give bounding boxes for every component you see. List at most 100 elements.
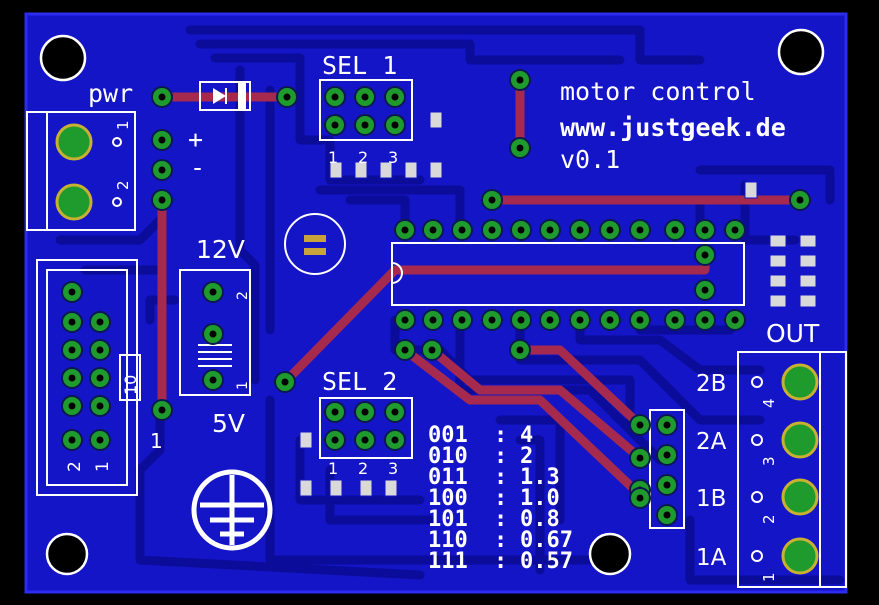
power-screw-terminals — [55, 123, 122, 221]
power-minus: - — [190, 153, 205, 182]
output-pin-4: 4 — [760, 398, 778, 408]
pad-drill-hole — [391, 121, 399, 129]
pad-drill-hole — [331, 121, 339, 129]
pad-drill-hole — [663, 421, 671, 429]
pad-drill-hole — [488, 316, 496, 324]
ratio-code: 001 — [428, 423, 468, 448]
sel2-pin-1: 1 — [328, 459, 338, 478]
pad-drill-hole — [96, 436, 104, 444]
ratio-value: 0.67 — [520, 528, 573, 553]
pad-drill-hole — [701, 251, 709, 259]
ratio-code: 100 — [428, 486, 468, 511]
pad-drill-hole — [517, 226, 525, 234]
voltage-jumper-body — [198, 344, 232, 367]
pad-drill-hole — [331, 436, 339, 444]
sel1-pin-3: 3 — [388, 148, 398, 167]
power-terminal-pin-1: 1 — [114, 120, 132, 130]
mounting-hole-icon — [588, 532, 632, 576]
pad-drill-hole — [516, 346, 524, 354]
pad-drill-hole — [663, 511, 671, 519]
sel1-pin-1: 1 — [328, 148, 338, 167]
voltage-jumper-outline — [179, 269, 251, 396]
ratio-separator: : — [494, 549, 507, 574]
pad-drill-hole — [516, 144, 524, 152]
ratio-value: 1.3 — [520, 465, 560, 490]
pad-drill-hole — [96, 374, 104, 382]
board-version: v0.1 — [560, 145, 620, 174]
pad-drill-hole — [158, 166, 166, 174]
pad-drill-hole — [331, 93, 339, 101]
output-pin-1: 1 — [760, 572, 778, 582]
pad-drill-hole — [209, 288, 217, 296]
mounting-holes — [39, 28, 825, 576]
output-channel-2a: 2A — [696, 429, 727, 455]
output-channel-1b: 1B — [696, 486, 726, 512]
pad-drill-hole — [96, 318, 104, 326]
power-terminal-pin-2: 2 — [114, 180, 132, 190]
output-screw-terminals — [751, 363, 819, 575]
ratio-separator: : — [494, 465, 507, 490]
pad-drill-hole — [361, 121, 369, 129]
pad-drill-hole — [731, 226, 739, 234]
pad-drill-hole — [68, 346, 76, 354]
sel2-pin-2: 2 — [358, 459, 368, 478]
output-channel-2b: 2B — [696, 371, 726, 397]
pad-drill-hole — [68, 318, 76, 326]
pad-drill-hole — [671, 226, 679, 234]
ratio-row: 010 : 2 — [428, 444, 533, 469]
board-url: www.justgeek.de — [560, 113, 786, 142]
sel2-label: SEL 2 — [322, 367, 397, 396]
output-header-outline — [649, 409, 685, 529]
pad-drill-hole — [158, 93, 166, 101]
pad-drill-hole — [331, 408, 339, 416]
power-label: pwr — [88, 79, 133, 108]
pad-drill-hole — [701, 316, 709, 324]
voltage-jumper-pin-1: 1 — [235, 381, 251, 390]
pad-drill-hole — [796, 196, 804, 204]
ratio-row: 110 : 0.67 — [428, 528, 573, 553]
ratio-code: 101 — [428, 507, 468, 532]
sel1-outline — [319, 79, 413, 141]
pad-drill-hole — [517, 316, 525, 324]
ratio-value: 0.57 — [520, 549, 573, 574]
pad-drill-hole — [701, 286, 709, 294]
pad-drill-hole — [663, 451, 671, 459]
smd-pads — [299, 111, 817, 497]
voltage-lower-label: 5V — [212, 409, 245, 438]
pad-drill-hole — [663, 481, 671, 489]
ratio-separator: : — [494, 507, 507, 532]
pad-drill-hole — [576, 226, 584, 234]
bottom-traces — [55, 25, 845, 585]
sel2-outline — [319, 397, 413, 459]
ratio-row: 111 : 0.57 — [428, 549, 573, 574]
pad-drill-hole — [606, 316, 614, 324]
capacitor-symbol — [284, 213, 346, 275]
sel2-pin-3: 3 — [388, 459, 398, 478]
pad-drill-hole — [361, 93, 369, 101]
pad-drill-hole — [158, 196, 166, 204]
pad-drill-hole — [283, 93, 291, 101]
header-pin-1-label: 1 — [93, 461, 113, 472]
output-pin-2: 2 — [760, 514, 778, 524]
output-pin-3: 3 — [760, 456, 778, 466]
pad-drill-hole — [636, 226, 644, 234]
pad-drill-hole — [429, 226, 437, 234]
pad-drill-hole — [636, 316, 644, 324]
pad-drill-hole — [391, 408, 399, 416]
pad-drill-hole — [701, 226, 709, 234]
ratio-value: 0.8 — [520, 507, 560, 532]
ratio-separator: : — [494, 423, 507, 448]
header-resistor-label: 10 — [121, 375, 140, 395]
voltage-jumper-pin-2: 2 — [235, 291, 251, 300]
pad-drill-hole — [281, 378, 289, 386]
pad-drill-hole — [546, 316, 554, 324]
pad-drill-hole — [209, 376, 217, 384]
pad-drill-hole — [401, 316, 409, 324]
ratio-separator: : — [494, 528, 507, 553]
output-label: OUT — [766, 319, 820, 348]
pad-drill-hole — [391, 436, 399, 444]
pad-drill-hole — [68, 288, 76, 296]
header-marker-label: 1 — [150, 429, 163, 453]
ratio-code: 011 — [428, 465, 468, 490]
